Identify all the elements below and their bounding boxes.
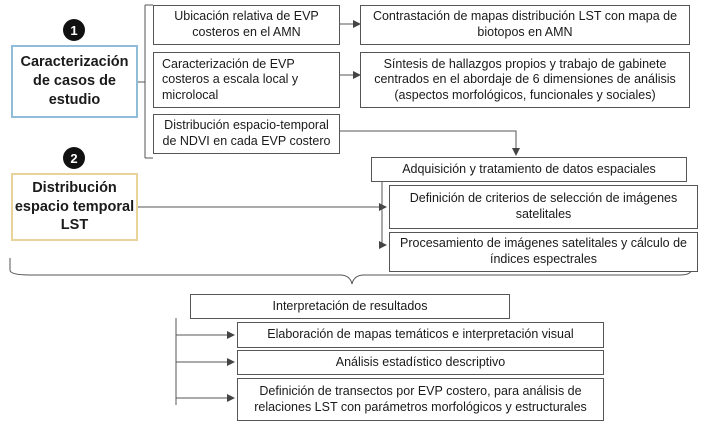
col2-box-2: Síntesis de hallazgos propios y trabajo … xyxy=(360,52,690,108)
spatial-item-box-1: Definición de criterios de selección de … xyxy=(389,185,698,229)
results-header-box: Interpretación de resultados xyxy=(190,294,510,319)
spatial-item-box-2: Procesamiento de imágenes satelitales y … xyxy=(389,232,698,272)
col2-text-1: Contrastación de mapas distribución LST … xyxy=(372,9,678,39)
col1-box-3: Distribución espacio-temporal de NDVI en… xyxy=(153,114,340,154)
col2-text-2: Síntesis de hallazgos propios y trabajo … xyxy=(374,56,676,102)
col1-box-1: Ubicación relativa de EVP costeros en el… xyxy=(153,5,340,45)
col1-box-2: Caracterización de EVP costeros a escala… xyxy=(153,52,340,108)
stage-2-label: Distribución espacio temporal LST xyxy=(14,179,135,234)
spatial-header-text: Adquisición y tratamiento de datos espac… xyxy=(402,161,656,176)
spatial-header-box: Adquisición y tratamiento de datos espac… xyxy=(371,157,687,182)
stage-1-label: Caracterización de casos de estudio xyxy=(20,54,129,108)
results-item-text-2: Análisis estadístico descriptivo xyxy=(335,354,506,369)
results-item-box-1: Elaboración de mapas temáticos e interpr… xyxy=(237,322,604,348)
stage-2-box: Distribución espacio temporal LST xyxy=(11,173,138,241)
stage-1-box: Caracterización de casos de estudio xyxy=(11,45,138,118)
results-item-box-2: Análisis estadístico descriptivo xyxy=(237,350,604,375)
results-header-text: Interpretación de resultados xyxy=(272,298,428,313)
results-item-text-3: Definición de transectos por EVP costero… xyxy=(254,383,587,414)
col1-text-1: Ubicación relativa de EVP costeros en el… xyxy=(174,9,319,39)
stage-1-badge: 1 xyxy=(63,19,85,41)
results-item-text-1: Elaboración de mapas temáticos e interpr… xyxy=(267,327,574,342)
spatial-item-text-2: Procesamiento de imágenes satelitales y … xyxy=(400,236,687,266)
stage-2-badge: 2 xyxy=(63,147,85,169)
results-item-box-3: Definición de transectos por EVP costero… xyxy=(237,378,604,421)
spatial-item-text-1: Definición de criterios de selección de … xyxy=(409,191,678,221)
col1-text-2: Caracterización de EVP costeros a escala… xyxy=(162,56,299,102)
col2-box-1: Contrastación de mapas distribución LST … xyxy=(360,5,690,45)
col1-text-3: Distribución espacio-temporal de NDVI en… xyxy=(162,118,331,148)
